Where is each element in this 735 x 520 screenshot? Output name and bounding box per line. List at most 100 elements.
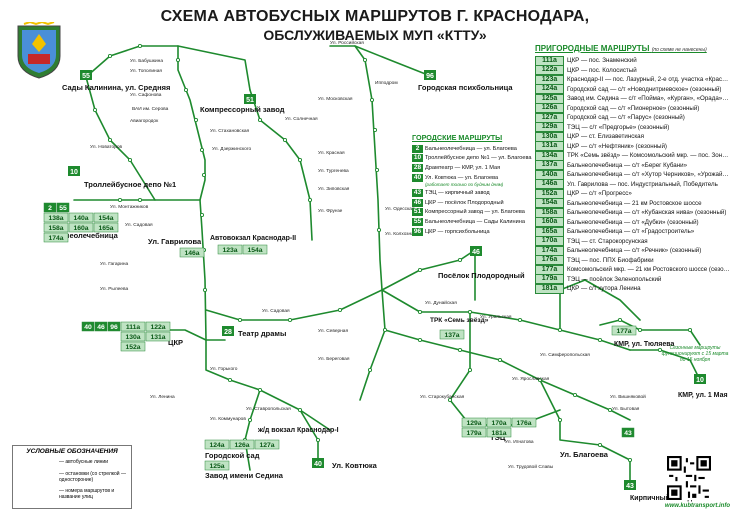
terminal-route-sady: 55: [82, 73, 90, 80]
suburban-route-desc: ЦКР — с/т хутора Ленина: [567, 285, 641, 293]
suburban-route-desc: Бальнеолечебница — с/т «Хутор Черников»,…: [567, 171, 730, 179]
bus-stop-marker: [417, 309, 423, 315]
street-label: Ул. Московская: [318, 96, 353, 102]
ckr-route-badge-label: 96: [110, 324, 118, 331]
terminal-7zvezd: ТРК «Семь звёзд»: [430, 317, 489, 324]
avtovokzal2-suburban-badge-label: 123а: [222, 247, 237, 254]
suburban-route-number: 160а: [535, 217, 564, 227]
route-line-east-north: [329, 45, 383, 291]
suburban-route-number: 146а: [535, 179, 564, 189]
terminal-teatr: Театр драмы: [238, 329, 286, 338]
suburban-routes-title-text: ПРИГОРОДНЫЕ МАРШРУТЫ: [535, 44, 650, 53]
suburban-routes-title: ПРИГОРОДНЫЕ МАРШРУТЫ (по схеме не нанесе…: [535, 44, 730, 53]
bus-stop-marker: [117, 197, 123, 203]
city-route-desc: Бальнеолечебница — Сады Калинина: [425, 218, 525, 225]
route-line-center-north: [249, 89, 313, 241]
street-label: Ул. Бабушкина: [130, 58, 163, 64]
gavrilova-suburban-badge: 146а: [179, 247, 205, 258]
suburban-route-number: 127а: [535, 113, 564, 123]
city-route-number: 96: [412, 227, 423, 236]
suburban-route-desc: Комсомольский мкр. — 21 км Ростовского ш…: [567, 266, 730, 274]
bus-stop-marker: [287, 317, 293, 323]
suburban-route-number: 126а: [535, 103, 564, 113]
route-line-southeast: [384, 329, 631, 421]
balneo-suburban-badge-label: 158а: [48, 225, 63, 232]
bus-stop-marker: [193, 117, 199, 123]
bus-stop-marker: [457, 257, 463, 263]
bus-stop-marker: [175, 57, 181, 63]
ckr-suburban-badge-label: 130а: [125, 334, 140, 341]
street-label: Ул. Ленина: [150, 394, 175, 400]
route-line-central-ring: [205, 289, 383, 321]
avtovokzal2-suburban-badge: 123а: [217, 244, 243, 255]
suburban-route-number: 170а: [535, 236, 564, 246]
bus-stop-marker: [467, 367, 473, 373]
suburban-route-number: 179а: [535, 274, 564, 284]
suburban-route-desc: Городской сад — с/т «Парус» (сезонный): [567, 114, 685, 122]
bus-stop-marker: [376, 227, 382, 233]
route-line-psych: [354, 45, 429, 76]
terminal-route-kovtyuka: 40: [314, 461, 322, 468]
route-line-blagoeva: [539, 379, 601, 446]
suburban-route-desc: Бальнеолечебница — с/т «Градостроитель»: [567, 228, 695, 236]
suburban-route-desc: Краснодар-II — пос. Лазурный, 2-е отд. у…: [567, 76, 730, 84]
tec-suburban-badge: 170а: [486, 417, 512, 428]
tec-suburban-badge: 179а: [461, 427, 487, 438]
suburban-route-desc: Бальнеолечебница — с/т «Дубки» (сезонный…: [567, 218, 699, 226]
bus-stop-marker: [372, 127, 378, 133]
kmr-suburban-badge: 177а: [611, 325, 637, 336]
suburban-route-desc: ЦКР — пос. Колосистый: [567, 66, 637, 74]
website-link[interactable]: www.kubtransport.info: [664, 503, 730, 509]
bus-stop-marker: [137, 197, 143, 203]
bus-stop-marker: [627, 457, 633, 463]
terminal-sedina: Завод имени Седина: [205, 471, 284, 480]
terminal-kmr-1maya: КМР, ул. 1 Мая: [678, 392, 728, 399]
terminal-plodorodny: Посёлок Плодородный: [438, 271, 525, 280]
street-label: Ул. Рылеева: [100, 286, 128, 292]
terminal-route-teatr: 28: [224, 329, 232, 336]
city-route-desc: Троллейбусное депо №1 — ул. Благоева: [425, 155, 532, 162]
city-route-note: (работает только по будним дням): [425, 182, 504, 188]
suburban-routes-title-note: (по схеме не нанесены): [651, 47, 707, 53]
suburban-route-number: 176а: [535, 255, 564, 265]
ckr-suburban-badge: 111а: [120, 321, 146, 332]
avtovokzal2-suburban-badge: 154а: [242, 244, 268, 255]
terminal-depot: Троллейбусное депо №1: [84, 180, 176, 189]
bus-stop-marker: [257, 117, 263, 123]
city-route-desc: Бальнеолечебница — ул. Благоева: [425, 145, 517, 152]
bus-stop-marker: [607, 407, 613, 413]
terminal-route-kmr-1maya: 10: [696, 377, 704, 384]
suburban-route-number: 125а: [535, 94, 564, 104]
ckr-suburban-badge-label: 152а: [125, 344, 140, 351]
bus-stop-marker: [297, 157, 303, 163]
suburban-route-desc: Бальнеолечебница — с/т «Кубанская нива» …: [567, 209, 727, 217]
street-label: Ул. Новаторов: [90, 144, 123, 150]
suburban-route-number: 158а: [535, 208, 564, 218]
city-route-desc: Ул. Ковтюка — ул. Благоева: [425, 174, 499, 181]
balneo-suburban-badge-label: 165а: [98, 225, 113, 232]
balneo-suburban-badge: 174а: [43, 232, 69, 243]
suburban-route-desc: ТЭЦ — посёлок Зеленопольский: [567, 275, 662, 283]
balneo-suburban-badge: 165а: [93, 222, 119, 233]
terminal-route-depot: 10: [70, 169, 78, 176]
city-routes-title: ГОРОДСКИЕ МАРШРУТЫ: [412, 133, 503, 142]
city-route-number: 43: [412, 189, 423, 198]
city-route-number: 51: [412, 208, 423, 217]
map-legend: УСЛОВНЫЕ ОБОЗНАЧЕНИЯ — автобусные линии …: [12, 445, 132, 509]
legend-item-stops: — остановки (со стрелкой — одностороние): [59, 471, 126, 483]
suburban-route-desc: Городской сад — с/т «Новоднитриевское» (…: [567, 85, 722, 93]
bus-stop-marker: [382, 327, 388, 333]
ckr-route-badge: 40: [81, 321, 95, 332]
